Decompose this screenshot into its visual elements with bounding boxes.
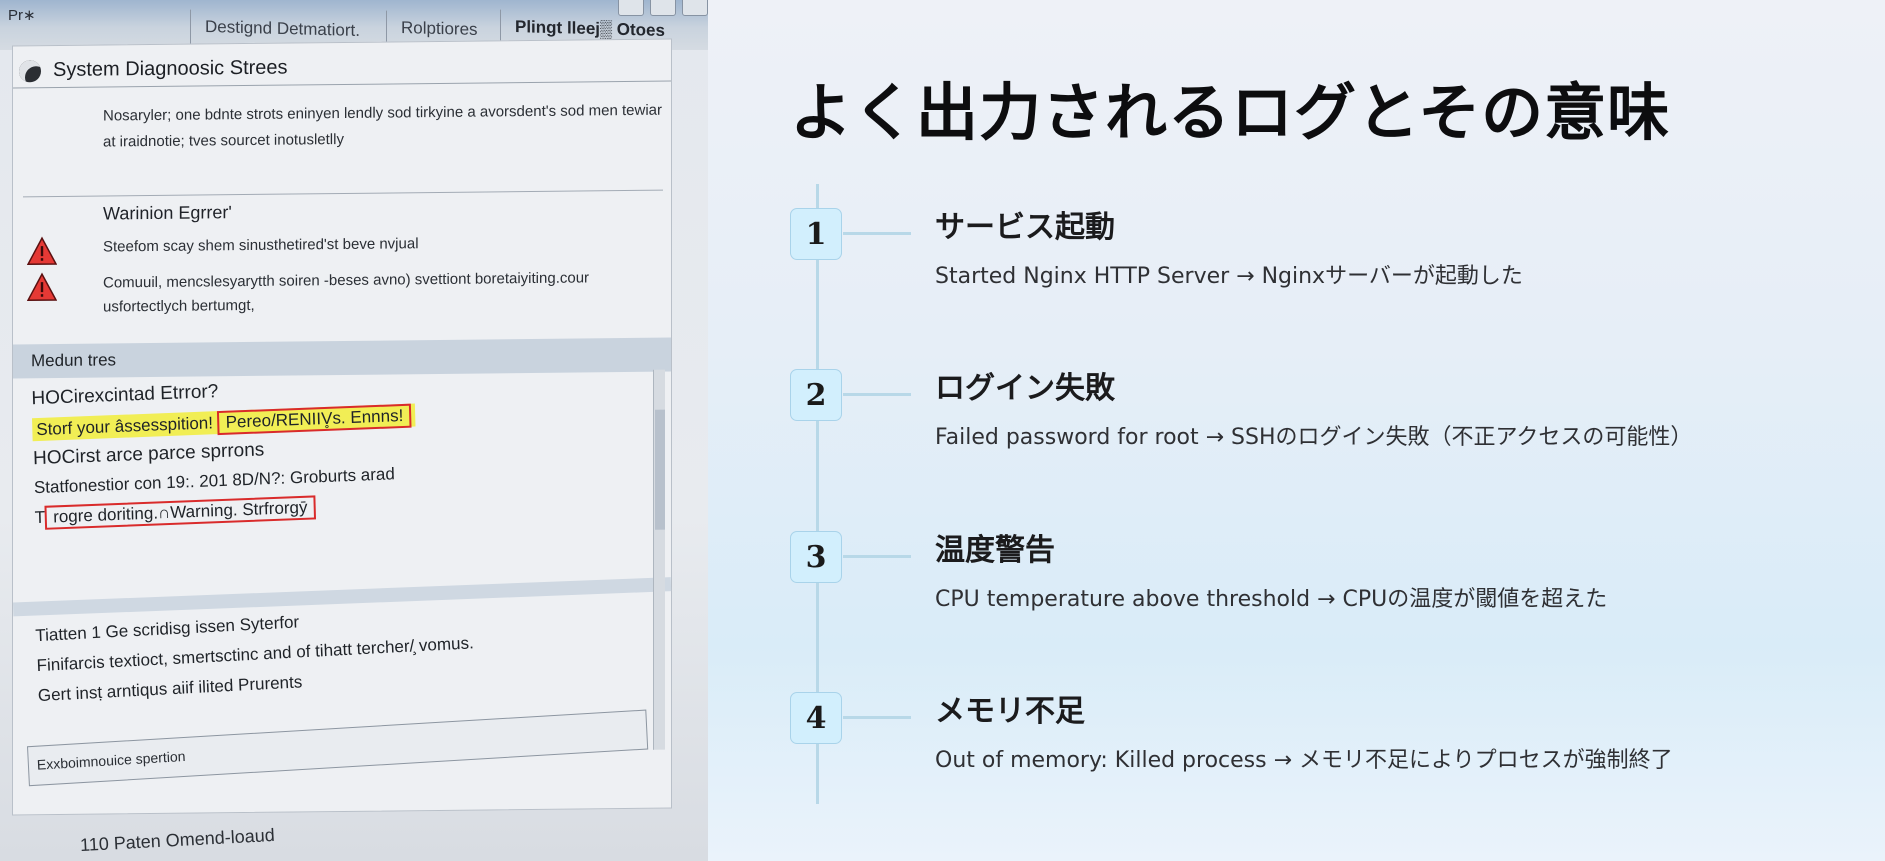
panel-header: System Diagnoosic Strees [13,47,671,89]
item-title: サービス起動 [935,210,1115,245]
section-label: Medun tres [31,350,117,371]
step-number-badge: 3 [790,531,842,583]
item-description: Started Nginx HTTP Server → Nginxサーバーが起動… [935,264,1523,289]
monitor-screen: Pr∗ Destignd Detmatiort. Rolptiores Plin… [0,0,708,861]
log-item: 4 メモリ不足 Out of memory: Killed process → … [790,666,1840,786]
warning-triangle-icon [27,236,57,266]
timeline-line [816,184,819,804]
log-item: 2 ログイン失敗 Failed password for root → SSHの… [790,343,1840,463]
item-title: ログイン失敗 [935,371,1115,406]
item-description: Out of memory: Killed process → メモリ不足により… [935,748,1673,773]
scrollbar-thumb [655,409,665,530]
divider [23,189,663,198]
titlebar-label: Pr∗ [8,7,36,24]
item-description: CPU temperature above threshold → CPUの温度… [935,587,1608,612]
monitor-photo: Pr∗ Destignd Detmatiort. Rolptiores Plin… [0,0,708,861]
timeline-connector [843,555,911,558]
footer-field: Exxboimnouice spertion [27,709,649,787]
timeline-connector [843,232,911,235]
item-title: メモリ不足 [935,694,1085,729]
item-title: 温度警告 [935,533,1055,568]
warning-heading: Warinion Egrrer' [103,202,232,224]
step-number-badge: 2 [790,369,842,421]
log-item: 3 温度警告 CPU temperature above threshold →… [790,505,1840,625]
log-block: HOCirexcintad Etrror? Storf your âssessp… [31,358,655,530]
warning-text: Steefom scay shem sinusthetired'st beve … [103,235,419,256]
timeline-connector [843,716,911,719]
window-button-icon [682,0,708,16]
system-icon [19,59,41,82]
window-button-icon [650,0,676,16]
warning-triangle-icon [27,272,57,302]
panel-title: System Diagnoosic Strees [53,56,288,82]
warning-box: rogre doriting.∩Warning. Strfrorgȳ [44,495,316,530]
step-number-badge: 4 [790,692,842,744]
window-controls [618,0,708,16]
scrollbar [653,369,665,750]
bottom-caption: 110 Paten Omend-loaud [79,824,276,856]
log-item: 1 サービス起動 Started Nginx HTTP Server → Ngi… [790,182,1840,302]
item-description: Failed password for root → SSHのログイン失敗（不正… [935,425,1693,450]
error-box: Pereo/RENIIV̥s. Ennns! [217,403,412,436]
window-button-icon [618,0,644,16]
warning-text: Comuuil, mencslesyarytth soiren -beses a… [103,269,590,316]
warning-row: Comuuil, mencslesyarytth soiren -beses a… [27,266,643,320]
slide-title: よく出力されるログとその意味 [790,76,1671,149]
timeline-connector [843,393,911,396]
warning-row: Steefom scay shem sinusthetired'st beve … [27,230,643,266]
step-number-badge: 1 [790,208,842,260]
lower-log-block: Tiatten 1 Ge scridisg issen Syterfor Fin… [35,594,658,716]
intro-text: Nosaryler; one bdnte strots eninyen lend… [103,101,662,151]
diagnostic-panel: System Diagnoosic Strees Nosaryler; one … [12,38,672,816]
